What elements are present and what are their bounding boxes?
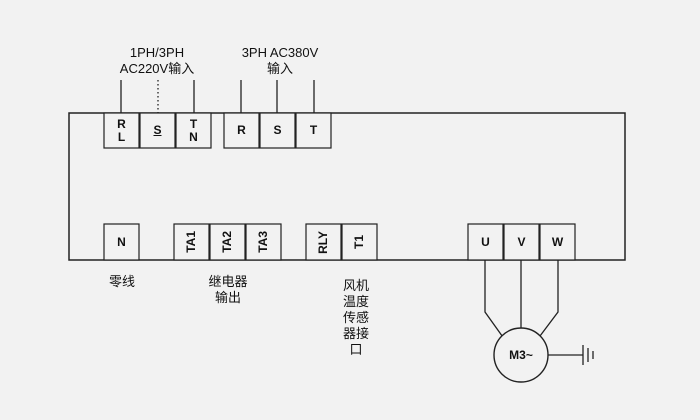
terminal-tn-top: T [189, 116, 198, 131]
terminal-ta2: TA2 [210, 224, 245, 260]
terminal-ta1-box [173, 223, 210, 261]
terminal-tn: T N [176, 113, 211, 148]
terminal-ta3: TA3 [246, 224, 281, 260]
terminal-u: U [481, 234, 490, 249]
relay-output-line2: 输出 [214, 290, 241, 305]
single-phase-line1: 1PH/3PH [129, 45, 185, 60]
terminal-ta3-label: TA3 [256, 231, 270, 253]
single-phase-input-label: 1PH/3PH AC220V输入 [112, 45, 202, 77]
three-phase-input-label: 3PH AC380V 输入 [232, 45, 328, 77]
terminal-t1-label: T1 [352, 234, 366, 249]
fan-sensor-line1: 风机 [342, 278, 369, 293]
neutral-label: 零线 [108, 274, 135, 289]
terminal-rly: RLY [306, 224, 341, 260]
wire-u-motor [484, 260, 506, 341]
terminal-n: N [117, 234, 126, 249]
three-phase-line2: 输入 [266, 61, 293, 76]
terminal-v-box [503, 223, 540, 261]
three-phase-line1: 3PH AC380V [241, 45, 319, 60]
fan-sensor-label: 风机 温度 传感 器接 口 [336, 278, 376, 358]
terminal-n-box [103, 223, 140, 261]
fan-sensor-line4: 器接 [342, 326, 369, 341]
terminal-rly-label: RLY [316, 230, 330, 254]
terminal-s-box [139, 112, 176, 149]
motor-label: M3~ [509, 347, 533, 362]
terminal-t1-box [341, 223, 378, 261]
single-phase-line2: AC220V输入 [119, 61, 195, 76]
terminal-w-box [539, 223, 576, 261]
relay-output-line1: 继电器 [208, 274, 248, 289]
terminal-rl: R L [104, 113, 139, 148]
terminal-t1: T1 [342, 224, 377, 260]
fan-sensor-line2: 温度 [342, 294, 369, 309]
terminal-ta2-box [209, 223, 246, 261]
fan-sensor-line5: 口 [349, 342, 363, 357]
terminal-r: R [237, 123, 246, 137]
fan-sensor-line3: 传感 [342, 310, 369, 325]
terminal-t-box [295, 112, 332, 149]
terminal-ta1-label: TA1 [184, 231, 198, 253]
terminal-ta1: TA1 [174, 224, 209, 260]
terminal-rl-top: R [117, 116, 126, 131]
wire-w-motor [536, 260, 559, 341]
terminal-w: W [551, 234, 564, 249]
relay-output-label: 继电器 输出 [198, 274, 258, 306]
terminal-s-label: S [153, 123, 162, 137]
terminal-s2: S [273, 123, 282, 137]
terminal-t: T [309, 123, 318, 137]
terminal-ta3-box [245, 223, 282, 261]
terminal-rly-box [305, 223, 342, 261]
terminal-rl-bottom: L [117, 129, 126, 144]
terminal-tn-bottom: N [189, 129, 198, 144]
terminal-v: V [517, 234, 526, 249]
terminal-s: S [140, 113, 175, 148]
terminal-s2-box [259, 112, 296, 149]
terminal-ta2-label: TA2 [220, 231, 234, 253]
